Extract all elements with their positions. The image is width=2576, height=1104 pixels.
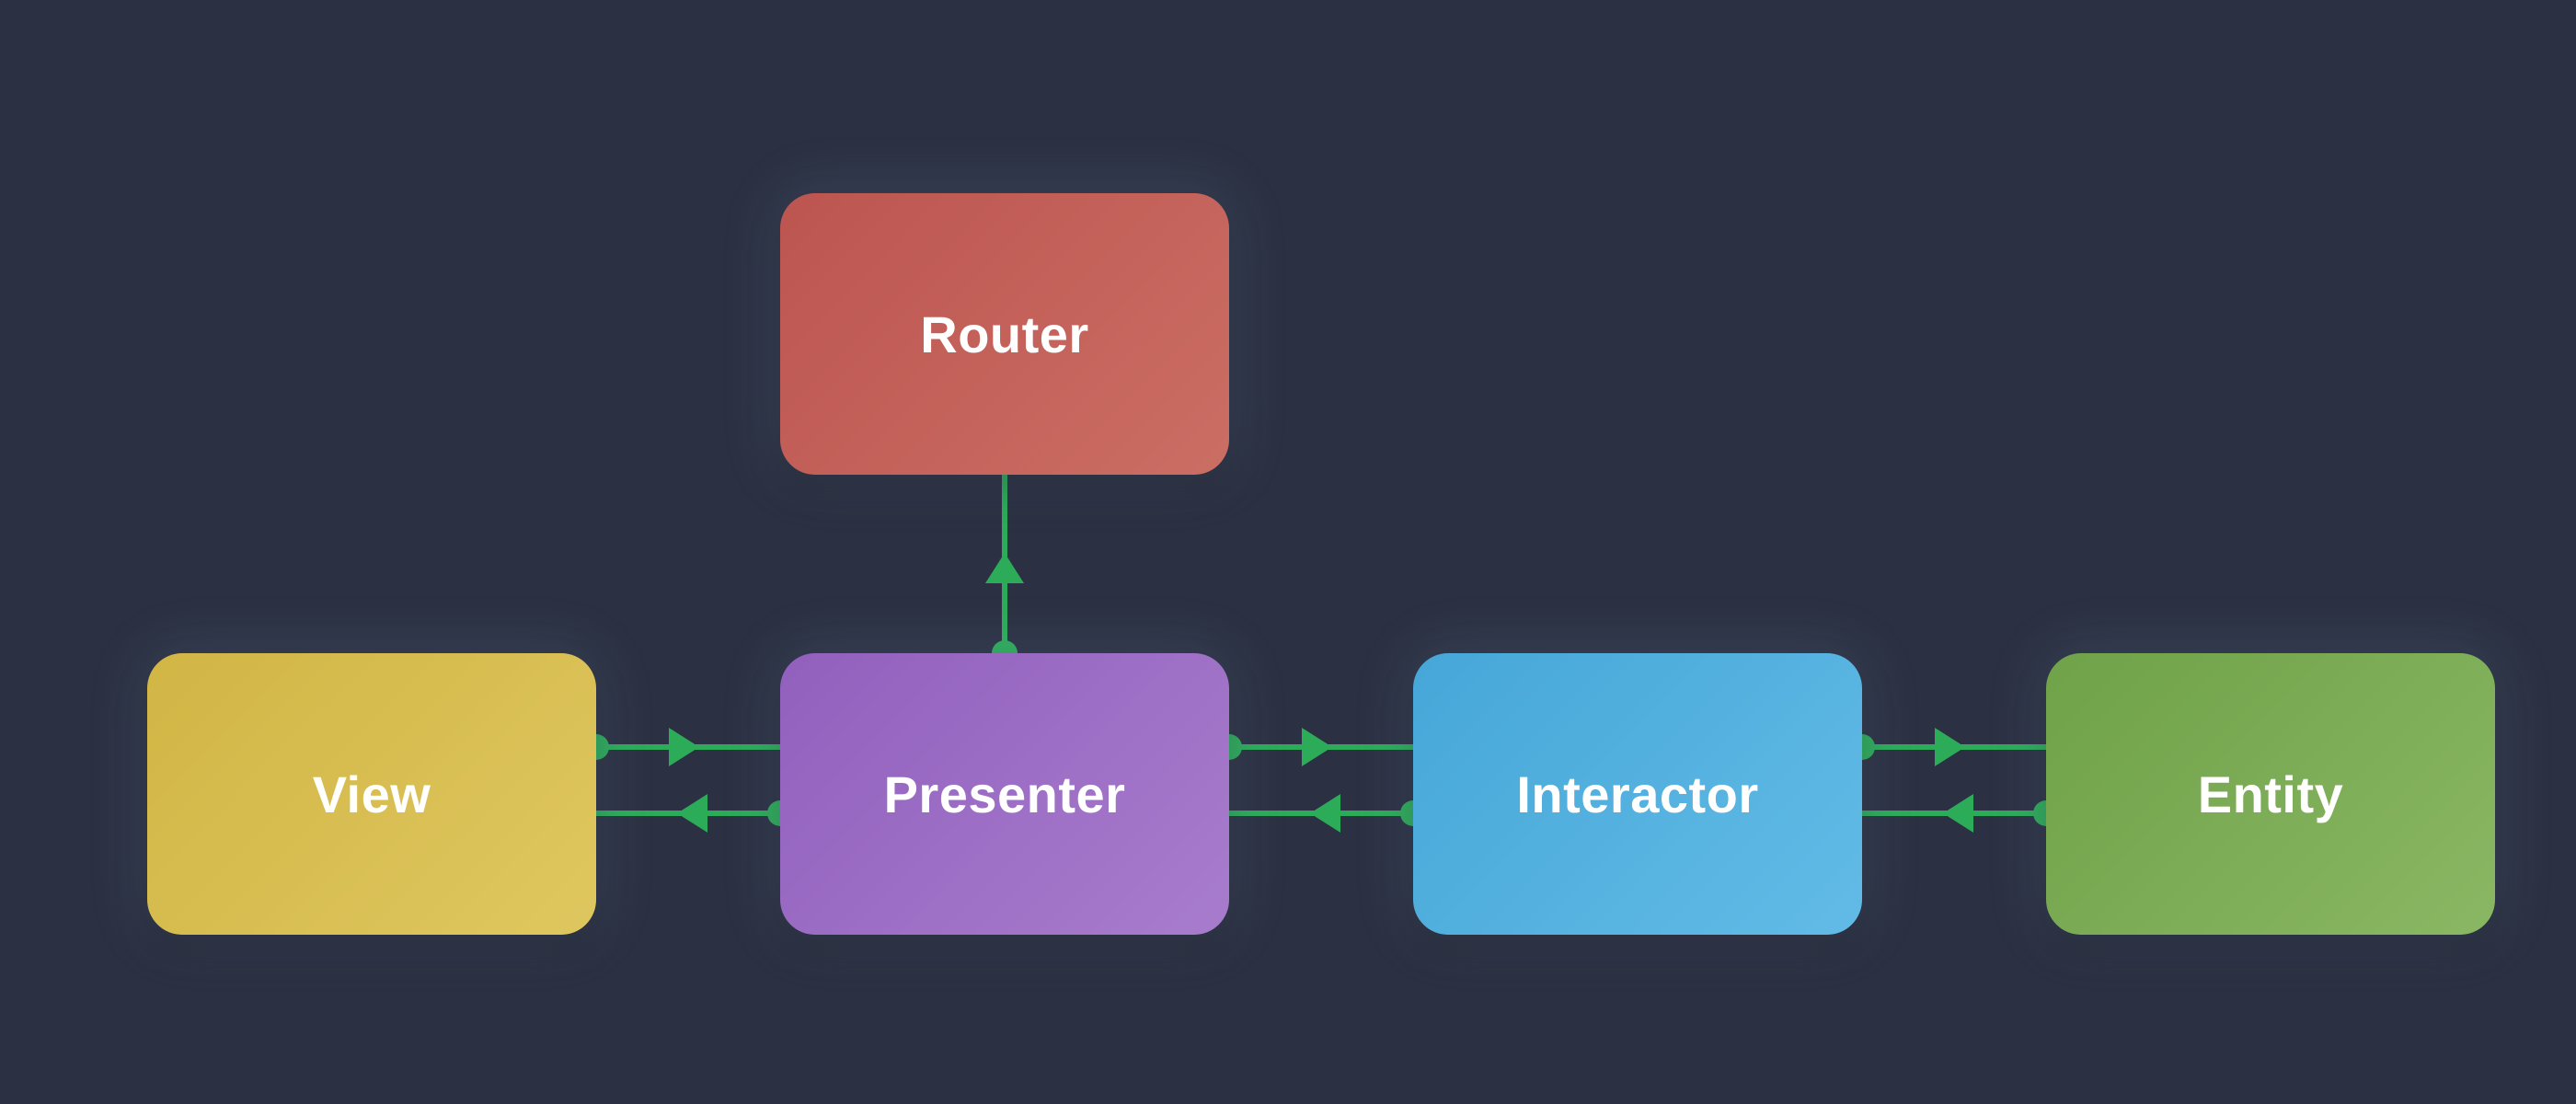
edge-interactor-to-presenter bbox=[1229, 794, 1426, 833]
node-interactor-label: Interactor bbox=[1516, 765, 1759, 823]
arrowhead-left-icon bbox=[1943, 794, 1973, 833]
arrowhead-left-icon bbox=[1310, 794, 1340, 833]
node-presenter-label: Presenter bbox=[883, 765, 1126, 823]
node-view: View bbox=[147, 653, 596, 935]
edge-interactor-to-entity bbox=[1849, 728, 2046, 766]
node-interactor: Interactor bbox=[1413, 653, 1862, 935]
node-entity: Entity bbox=[2046, 653, 2495, 935]
arrowhead-up-icon bbox=[985, 553, 1024, 583]
edge-presenter-to-interactor bbox=[1216, 728, 1413, 766]
edge-entity-to-interactor bbox=[1862, 794, 2059, 833]
arrowhead-right-icon bbox=[1935, 728, 1965, 766]
node-view-label: View bbox=[312, 765, 431, 823]
arrowhead-right-icon bbox=[1302, 728, 1332, 766]
node-router: Router bbox=[780, 193, 1229, 475]
node-presenter: Presenter bbox=[780, 653, 1229, 935]
arrowhead-left-icon bbox=[677, 794, 707, 833]
node-entity-label: Entity bbox=[2197, 765, 2344, 823]
edge-presenter-to-router bbox=[985, 475, 1024, 666]
arrowhead-right-icon bbox=[669, 728, 699, 766]
edge-view-to-presenter bbox=[583, 728, 780, 766]
node-router-label: Router bbox=[920, 305, 1089, 363]
edge-presenter-to-view bbox=[596, 794, 793, 833]
